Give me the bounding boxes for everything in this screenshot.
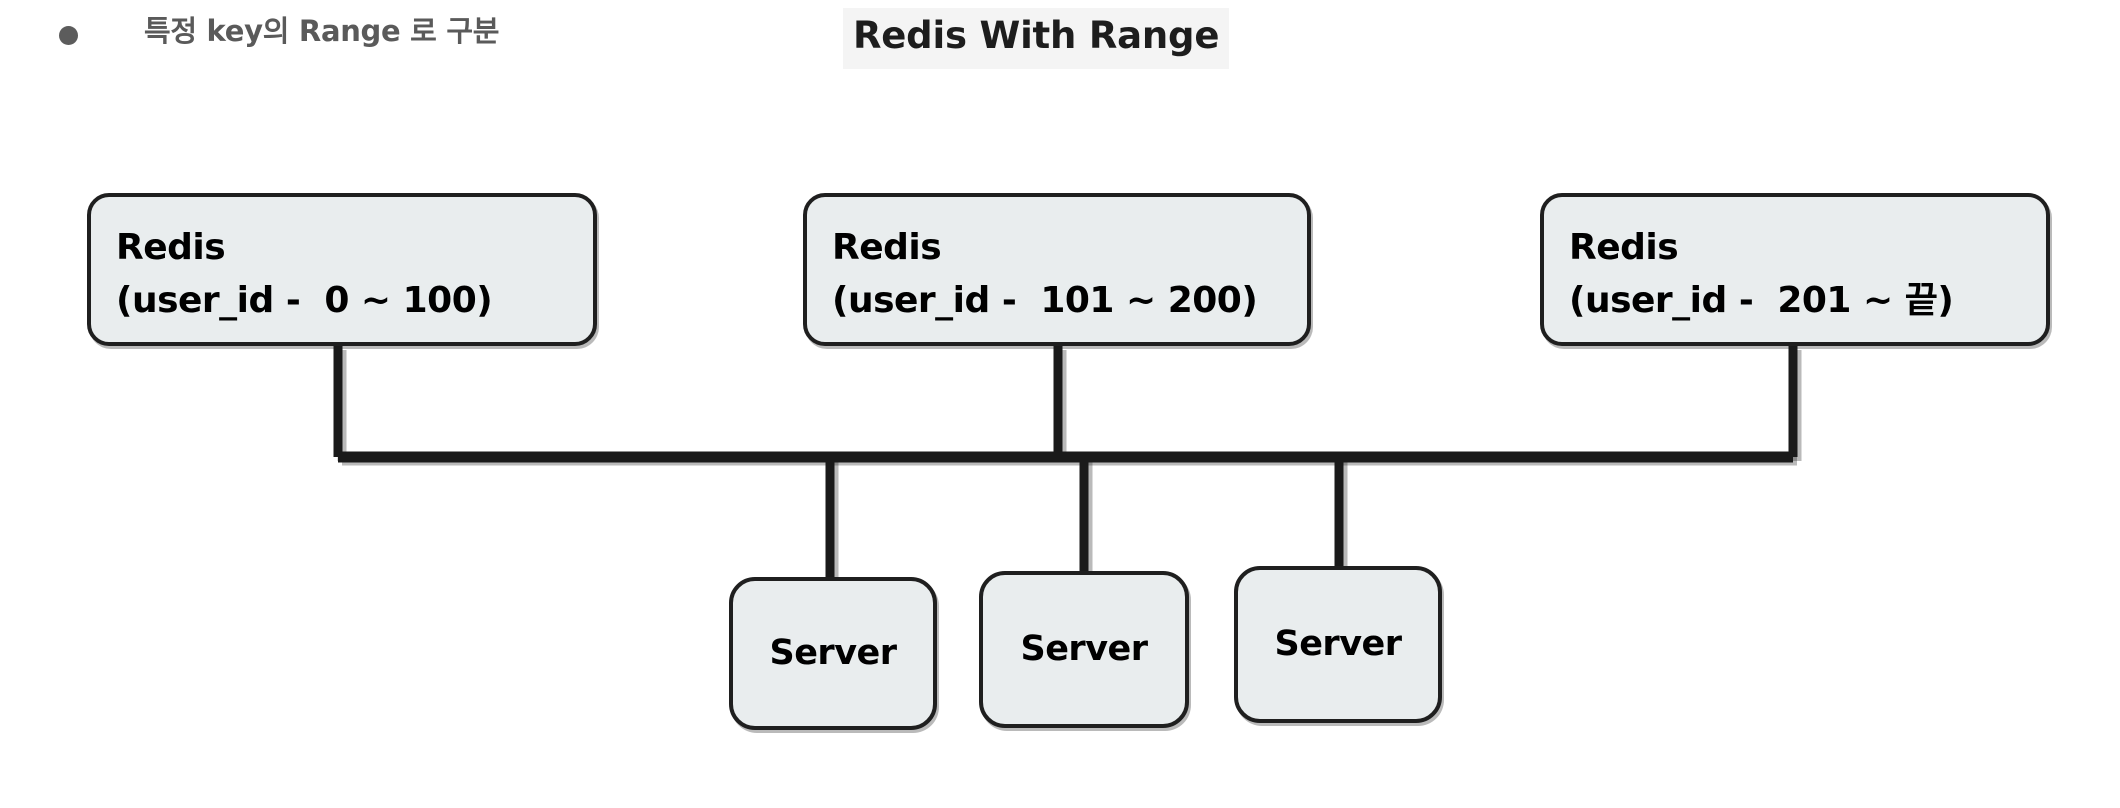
- server-node-2[interactable]: Server: [1234, 566, 1442, 723]
- redis-node-1[interactable]: Redis (user_id - 101 ~ 200): [803, 193, 1311, 346]
- server-node-0-label: Server: [769, 632, 897, 673]
- redis-node-2-title: Redis: [1569, 227, 1679, 268]
- redis-node-2[interactable]: Redis (user_id - 201 ~ 끝): [1540, 193, 2050, 346]
- redis-node-0[interactable]: Redis (user_id - 0 ~ 100): [87, 193, 597, 346]
- redis-node-2-range: (user_id - 201 ~ 끝): [1569, 280, 1954, 321]
- redis-node-0-title: Redis: [116, 227, 226, 268]
- bullet-text: 특정 key의 Range 로 구분: [144, 14, 500, 48]
- server-node-1[interactable]: Server: [979, 571, 1189, 728]
- redis-node-1-range: (user_id - 101 ~ 200): [832, 280, 1258, 321]
- bullet-dot-icon: [59, 26, 78, 45]
- server-node-1-label: Server: [1020, 628, 1148, 669]
- redis-node-0-range: (user_id - 0 ~ 100): [116, 280, 493, 321]
- server-node-2-label: Server: [1274, 623, 1402, 664]
- server-node-0[interactable]: Server: [729, 577, 937, 730]
- page-title: Redis With Range: [843, 8, 1230, 69]
- slide-header: 특정 key의 Range 로 구분 Redis With Range: [0, 0, 2120, 80]
- redis-node-1-title: Redis: [832, 227, 942, 268]
